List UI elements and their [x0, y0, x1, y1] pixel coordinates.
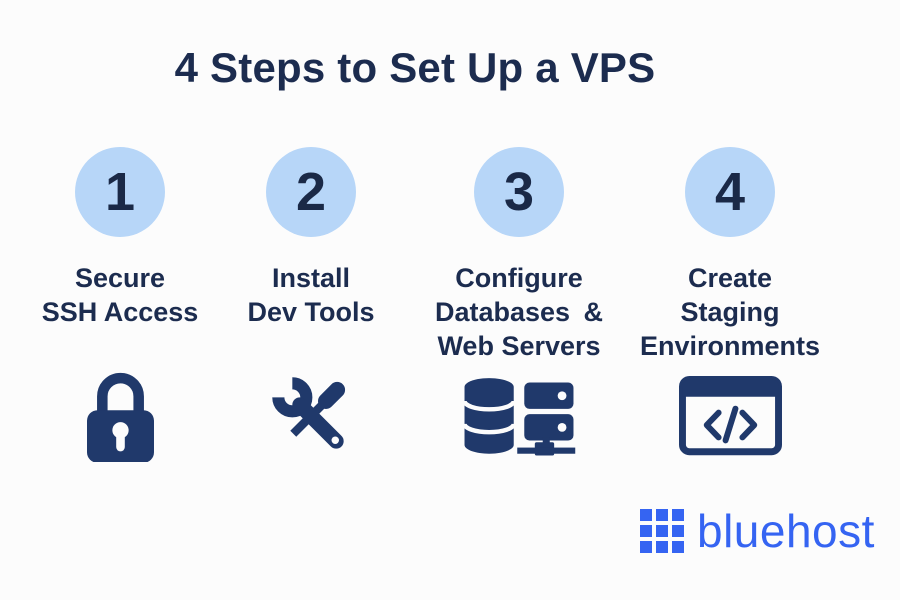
step-number-circle: 3	[474, 147, 564, 237]
bluehost-grid-icon	[640, 509, 684, 553]
step-number: 3	[503, 162, 535, 222]
infographic-title: 4 Steps to Set Up a VPS	[174, 44, 656, 91]
bluehost-wordmark: bluehost	[697, 505, 875, 557]
bluehost-logo: bluehost	[640, 508, 875, 554]
code-window-icon	[620, 366, 840, 466]
lock-icon	[10, 366, 230, 466]
step-label: Configure Databases & Web Servers	[435, 261, 603, 363]
step-label-line: Databases &	[434, 297, 604, 327]
step-number: 4	[714, 162, 746, 222]
step-number-circle: 2	[266, 147, 356, 237]
step-number: 1	[104, 162, 136, 222]
step-label-line: Environments	[639, 331, 821, 361]
database-server-icon	[409, 366, 629, 466]
step-label: Install Dev Tools	[247, 261, 374, 329]
step-label-line: Create	[687, 263, 773, 293]
step-label-line: SSH Access	[41, 297, 199, 327]
step-column: 1 Secure SSH Access	[10, 147, 230, 463]
step-column: 3 Configure Databases & Web Servers	[409, 147, 629, 456]
step-label: Create Staging Environments	[640, 261, 820, 363]
step-label-line: Staging	[680, 297, 780, 327]
step-label-line: Dev Tools	[247, 297, 375, 327]
step-number-circle: 1	[75, 147, 165, 237]
wrench-screwdriver-icon	[201, 366, 421, 466]
step-label-line: Configure	[455, 263, 583, 293]
step-label-line: Secure	[74, 263, 166, 293]
step-label-line: Web Servers	[437, 331, 601, 361]
step-number-circle: 4	[685, 147, 775, 237]
step-column: 2 Install Dev Tools	[201, 147, 421, 449]
step-label: Secure SSH Access	[42, 261, 199, 329]
step-column: 4 Create Staging Environments	[620, 147, 840, 456]
step-label-line: Install	[271, 263, 351, 293]
step-number: 2	[295, 162, 327, 222]
